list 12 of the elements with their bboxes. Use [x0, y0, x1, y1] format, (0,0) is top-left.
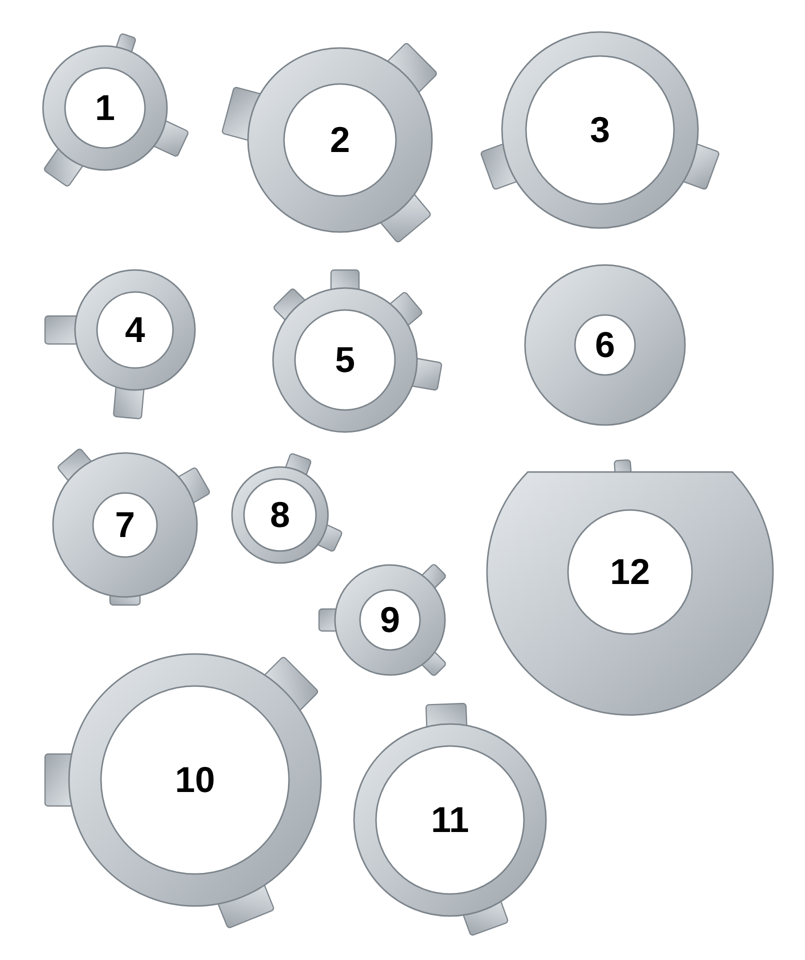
callout-number: 9: [380, 602, 400, 638]
callout-number: 11: [430, 802, 470, 838]
callout-number: 6: [594, 327, 616, 363]
callout-number: 7: [114, 507, 136, 543]
callout-number: 12: [610, 554, 650, 590]
callout-number: 8: [270, 497, 290, 533]
callout-number: 10: [174, 762, 216, 798]
callout-number: 1: [94, 90, 116, 126]
callout-number: 5: [334, 342, 356, 378]
callout-number: 4: [124, 312, 146, 348]
callout-number: 3: [590, 112, 610, 148]
callout-number: 2: [330, 122, 350, 158]
